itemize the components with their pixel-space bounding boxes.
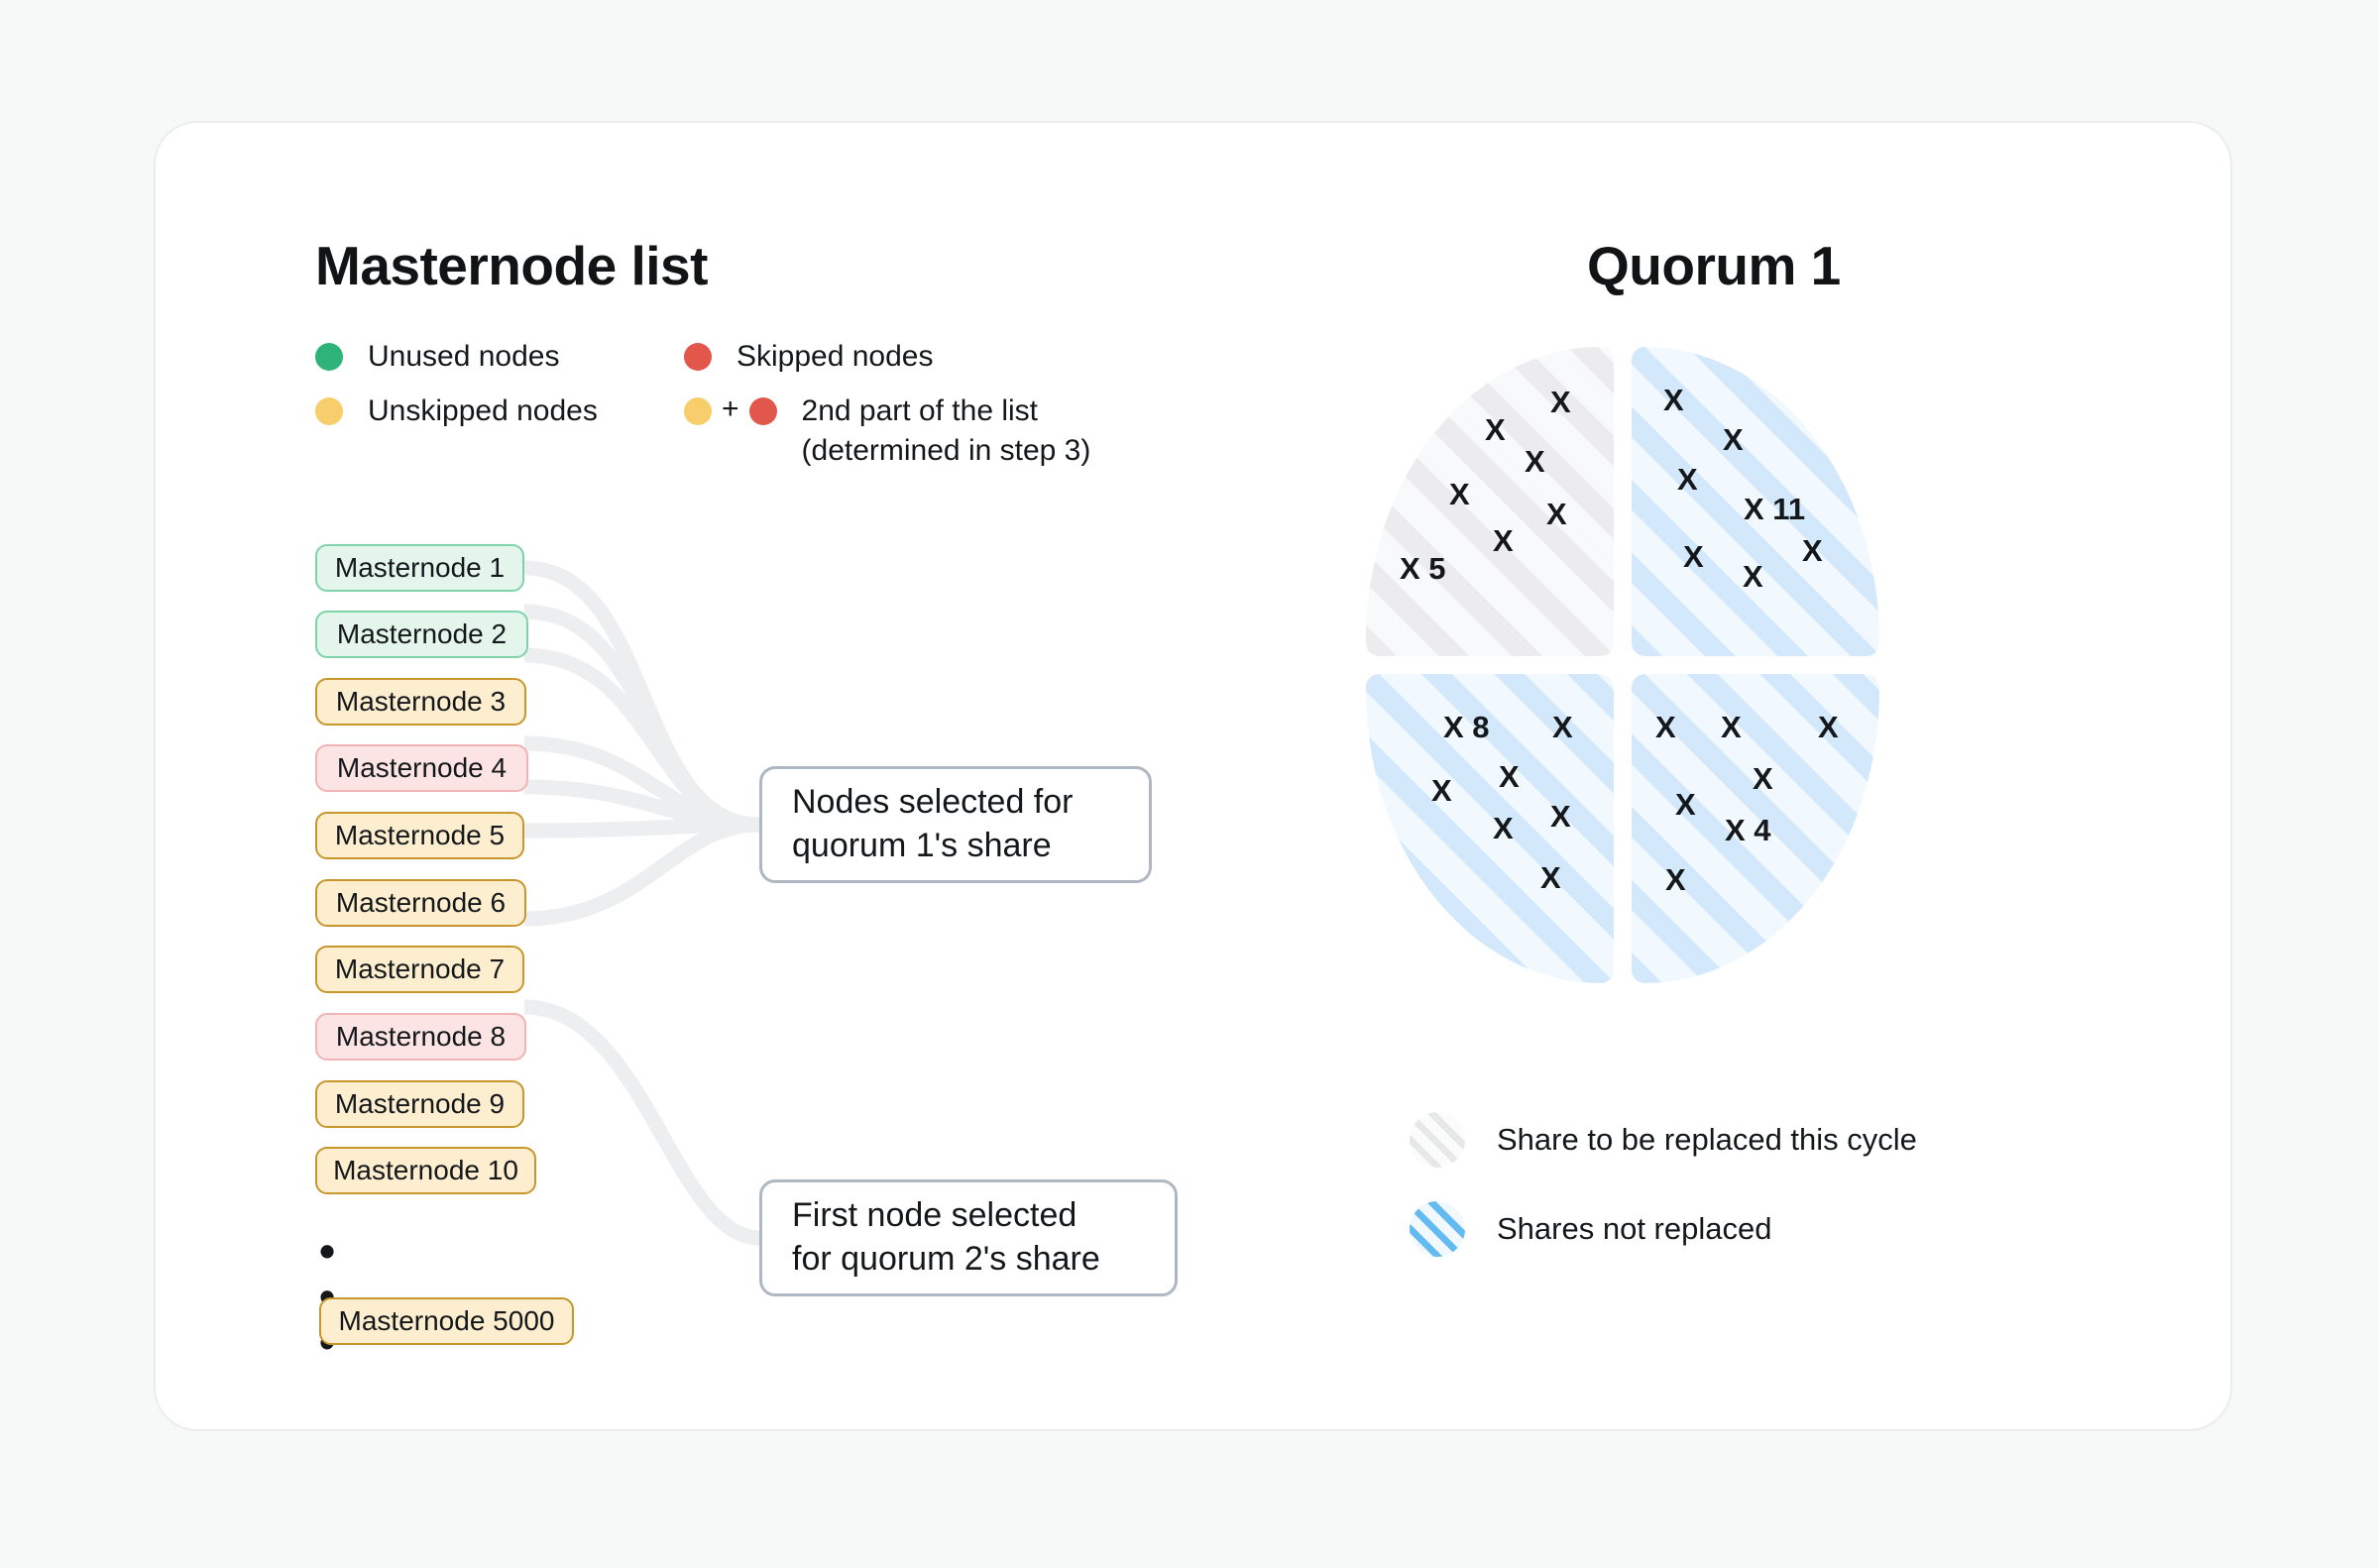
share-mark: X (1665, 862, 1686, 897)
share-mark-labeled: X 8 (1443, 710, 1490, 744)
share-mark-labeled: X 5 (1400, 551, 1446, 586)
plus-sign: + (722, 392, 739, 425)
share-mark: X (1550, 799, 1571, 834)
legend-label-skipped-nodes: Skipped nodes (736, 340, 934, 373)
legend-item-shares-not-replaced: Shares not replaced (1410, 1201, 1771, 1257)
share-mark: X (1493, 811, 1514, 845)
legend-label-share-replaced: Share to be replaced this cycle (1497, 1122, 1917, 1157)
list-item[interactable]: Masternode 4 (315, 744, 528, 792)
list-item[interactable]: Masternode 10 (315, 1147, 536, 1194)
share-mark: X (1802, 533, 1823, 568)
share-mark: X (1546, 497, 1567, 531)
legend-label-second-part-of-list: 2nd part of the list (determined in step… (801, 394, 1091, 467)
page-title-masternode-list: Masternode list (315, 235, 708, 296)
list-item[interactable]: Masternode 3 (315, 678, 526, 726)
share-mark: X (1818, 710, 1839, 744)
legend-item-unskipped-nodes: Unskipped nodes (315, 392, 598, 431)
list-item[interactable]: Masternode 5000 (319, 1297, 574, 1345)
share-mark: X (1431, 773, 1452, 808)
share-mark: X (1753, 761, 1773, 796)
list-item[interactable]: Masternode 7 (315, 946, 524, 993)
list-item[interactable]: Masternode 9 (315, 1080, 524, 1128)
pie-quadrant-bottom-left: X 8 X X X X X X (1366, 674, 1614, 983)
red-dot-icon (684, 343, 712, 371)
share-mark: X (1721, 710, 1742, 744)
green-dot-icon (315, 343, 343, 371)
share-mark: X (1723, 422, 1744, 457)
callout-quorum-1-share: Nodes selected for quorum 1's share (759, 766, 1152, 883)
share-mark: X (1449, 477, 1470, 511)
quadrant-fill-gray-stripes (1366, 347, 1614, 656)
share-mark: X (1675, 787, 1696, 822)
share-mark: X (1677, 462, 1698, 497)
share-mark: X (1485, 412, 1506, 447)
legend-label-shares-not-replaced: Shares not replaced (1497, 1211, 1772, 1246)
gray-stripe-swatch-icon (1410, 1112, 1465, 1168)
share-mark: X (1525, 444, 1545, 479)
pie-quadrant-bottom-right: X X X X X X 4 X (1632, 674, 1879, 983)
share-mark: X (1550, 385, 1571, 419)
red-dot-icon (748, 397, 777, 425)
blue-stripe-swatch-icon (1410, 1201, 1465, 1257)
callout-quorum-2-share: First node selected for quorum 2's share (759, 1179, 1178, 1296)
share-mark: X (1663, 383, 1684, 417)
legend-item-share-replaced: Share to be replaced this cycle (1410, 1112, 1917, 1168)
share-mark: X (1552, 710, 1573, 744)
page-title-quorum-1: Quorum 1 (1587, 235, 1841, 296)
legend-label-unused-nodes: Unused nodes (368, 340, 560, 373)
list-item[interactable]: Masternode 1 (315, 544, 524, 592)
legend-item-skipped-nodes: Skipped nodes (684, 337, 934, 377)
pie-quadrant-top-left: X X X X X X X 5 (1366, 347, 1614, 656)
amber-dot-icon (684, 397, 712, 425)
share-mark: X (1499, 759, 1520, 794)
share-mark: X (1743, 559, 1763, 594)
share-mark: X (1540, 860, 1561, 895)
list-item[interactable]: Masternode 5 (315, 812, 524, 859)
legend-item-unused-nodes: Unused nodes (315, 337, 559, 377)
legend-item-second-part-of-list: + 2nd part of the list (determined in st… (684, 392, 1090, 470)
legend-label-unskipped-nodes: Unskipped nodes (368, 394, 598, 427)
share-mark: X (1655, 710, 1676, 744)
list-item[interactable]: Masternode 6 (315, 879, 526, 927)
list-item[interactable]: Masternode 8 (315, 1013, 526, 1061)
quorum-share-pie: X X X X X X X 5 X X X X 11 X X X X 8 X X… (1366, 347, 2020, 1056)
share-mark: X (1683, 539, 1704, 574)
share-mark-labeled: X 11 (1744, 492, 1806, 526)
amber-dot-icon (315, 397, 343, 425)
share-mark-labeled: X 4 (1725, 813, 1771, 847)
share-mark: X (1493, 523, 1514, 558)
quadrant-fill-blue-stripes (1366, 674, 1614, 983)
pie-quadrant-top-right: X X X X 11 X X X (1632, 347, 1879, 656)
list-item[interactable]: Masternode 2 (315, 611, 528, 658)
